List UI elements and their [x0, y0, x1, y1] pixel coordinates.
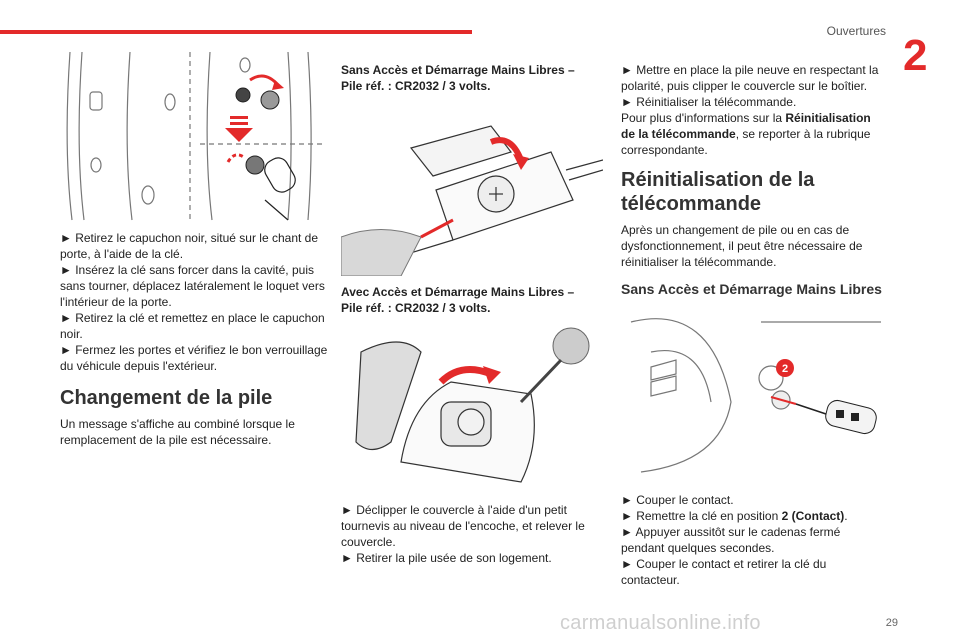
step-text: ► Couper le contact.: [621, 493, 734, 507]
heading-battery-change: Changement de la pile: [60, 387, 273, 409]
header-red-bar: [0, 30, 472, 34]
step-text: ► Retirez le capuchon noir, situé sur le…: [60, 231, 319, 261]
key-battery-open-illustration: [341, 125, 603, 276]
step-text: ► Retirer la pile usée de son logement.: [341, 551, 552, 565]
reference-link-text: Réinitialisation de la télécommande: [621, 111, 871, 141]
paragraph: Après un changement de pile ou en cas de…: [621, 223, 863, 269]
step-text: ► Insérez la clé sans forcer dans la cav…: [60, 263, 325, 309]
step-text: ► Appuyer aussitôt sur le cadenas fermé …: [621, 525, 841, 555]
column-middle-second: Avec Accès et Démarrage Mains Libres – P…: [341, 284, 603, 316]
column-middle: Sans Accès et Démarrage Mains Libres – P…: [341, 62, 603, 94]
door-lock-illustration: [66, 51, 324, 221]
column-right-steps: ► Couper le contact. ► Remettre la clé e…: [621, 492, 883, 588]
column-left: ► Retirez le capuchon noir, situé sur le…: [60, 230, 328, 448]
info-paragraph: Pour plus d'informations sur la Réinitia…: [621, 111, 871, 157]
page-number: 29: [885, 617, 898, 629]
step-text: ► Déclipper le couvercle à l'aide d'un p…: [341, 503, 585, 549]
paragraph: Un message s'affiche au combiné lorsque …: [60, 417, 295, 447]
keyless-battery-open-illustration: [355, 327, 590, 483]
chapter-number: 2: [903, 31, 928, 80]
step-number-badge: 2: [782, 363, 788, 375]
step-text: ► Remettre la clé en position 2 (Contact…: [621, 509, 848, 523]
subheading-without-keyless: Sans Accès et Démarrage Mains Libres: [621, 281, 882, 297]
ignition-key-illustration: 2: [630, 318, 881, 473]
heading-with-keyless: Avec Accès et Démarrage Mains Libres – P…: [341, 285, 575, 315]
column-right: ► Mettre en place la pile neuve en respe…: [621, 62, 883, 298]
step-text: ► Retirez la clé et remettez en place le…: [60, 311, 325, 341]
heading-remote-reset: Réinitialisation de la télécommande: [621, 169, 815, 215]
watermark: carmanualsonline.info: [560, 612, 761, 634]
step-text: ► Mettre en place la pile neuve en respe…: [621, 63, 879, 93]
step-text: ► Réinitialiser la télécommande.: [621, 95, 797, 109]
column-middle-steps: ► Déclipper le couvercle à l'aide d'un p…: [341, 502, 603, 566]
heading-without-keyless: Sans Accès et Démarrage Mains Libres – P…: [341, 63, 575, 93]
step-text: ► Couper le contact et retirer la clé du…: [621, 557, 827, 587]
section-title: Ouvertures: [826, 24, 886, 38]
step-text: ► Fermez les portes et vérifiez le bon v…: [60, 343, 328, 373]
ignition-position-label: 2 (Contact): [781, 509, 845, 523]
